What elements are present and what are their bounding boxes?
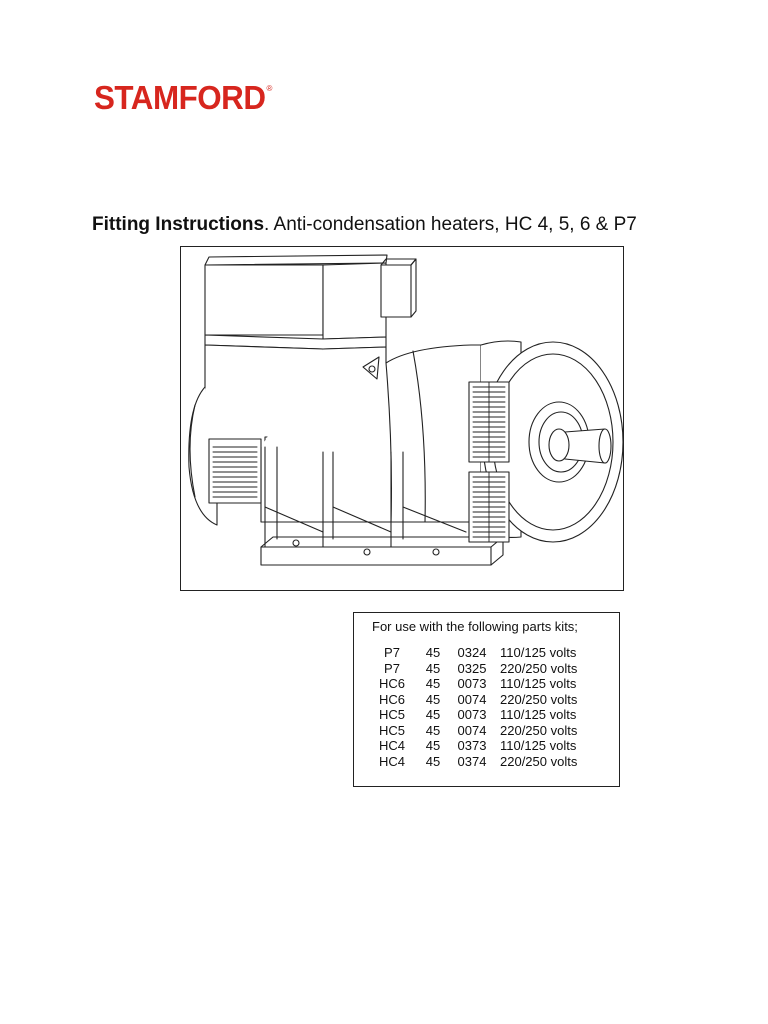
- kit-model: P7: [384, 660, 400, 676]
- kit-row: HC5 45 0073 110/125 volts: [364, 707, 577, 723]
- kit-row: P7 45 0325 220/250 volts: [364, 661, 577, 677]
- kit-row: HC5 45 0074 220/250 volts: [364, 723, 577, 739]
- kit-model: HC5: [378, 707, 405, 722]
- kit-voltage: 110/125 volts: [500, 738, 577, 753]
- kit-number: 0074: [457, 722, 487, 738]
- kit-model: HC6: [378, 691, 405, 707]
- kit-model: HC4: [378, 738, 405, 753]
- title-rest: . Anti-condensation heaters, HC 4, 5, 6 …: [264, 214, 637, 235]
- kit-model: P7: [384, 645, 400, 660]
- kit-prefix: 45: [425, 722, 441, 738]
- kit-row: HC6 45 0074 220/250 volts: [364, 692, 577, 708]
- kit-model: HC6: [378, 676, 405, 691]
- kit-model: HC5: [378, 722, 405, 738]
- title-bold: Fitting Instructions: [92, 214, 265, 235]
- kit-number: 0325: [457, 660, 487, 676]
- kit-voltage: 220/250 volts: [500, 722, 578, 738]
- kit-voltage: 220/250 volts: [500, 753, 578, 769]
- parts-kits-box: For use with the following parts kits; P…: [353, 612, 620, 787]
- kit-row: HC4 45 0374 220/250 volts: [364, 754, 577, 770]
- kit-row: HC4 45 0373 110/125 volts: [364, 738, 577, 754]
- registered-mark: ®: [266, 84, 273, 93]
- kit-number: 0073: [457, 707, 487, 722]
- kit-prefix: 45: [425, 707, 441, 722]
- alternator-figure: [180, 246, 624, 591]
- kit-prefix: 45: [425, 691, 441, 707]
- kit-row: HC6 45 0073 110/125 volts: [364, 676, 577, 692]
- kit-prefix: 45: [425, 676, 441, 691]
- kit-prefix: 45: [425, 660, 441, 676]
- stamford-logo: STAMFORD ®: [94, 80, 272, 116]
- kit-prefix: 45: [425, 753, 441, 769]
- kit-number: 0073: [457, 676, 487, 691]
- kit-voltage: 220/250 volts: [500, 691, 578, 707]
- kit-number: 0324: [457, 645, 487, 660]
- kit-voltage: 220/250 volts: [500, 660, 578, 676]
- page-title: Fitting Instructions. Anti-condensation …: [92, 212, 637, 238]
- kit-row: P7 45 0324 110/125 volts: [364, 645, 577, 661]
- logo-text: STAMFORD: [94, 79, 266, 116]
- kit-prefix: 45: [425, 645, 441, 660]
- kit-voltage: 110/125 volts: [500, 645, 577, 660]
- alternator-generator-icon: [188, 254, 623, 566]
- kit-number: 0373: [457, 738, 487, 753]
- kit-number: 0074: [457, 691, 487, 707]
- kit-model: HC4: [378, 753, 405, 769]
- kit-prefix: 45: [425, 738, 441, 753]
- kit-number: 0374: [457, 753, 487, 769]
- kit-voltage: 110/125 volts: [500, 707, 577, 722]
- kits-intro-text: For use with the following parts kits;: [372, 619, 578, 634]
- kit-voltage: 110/125 volts: [500, 676, 577, 691]
